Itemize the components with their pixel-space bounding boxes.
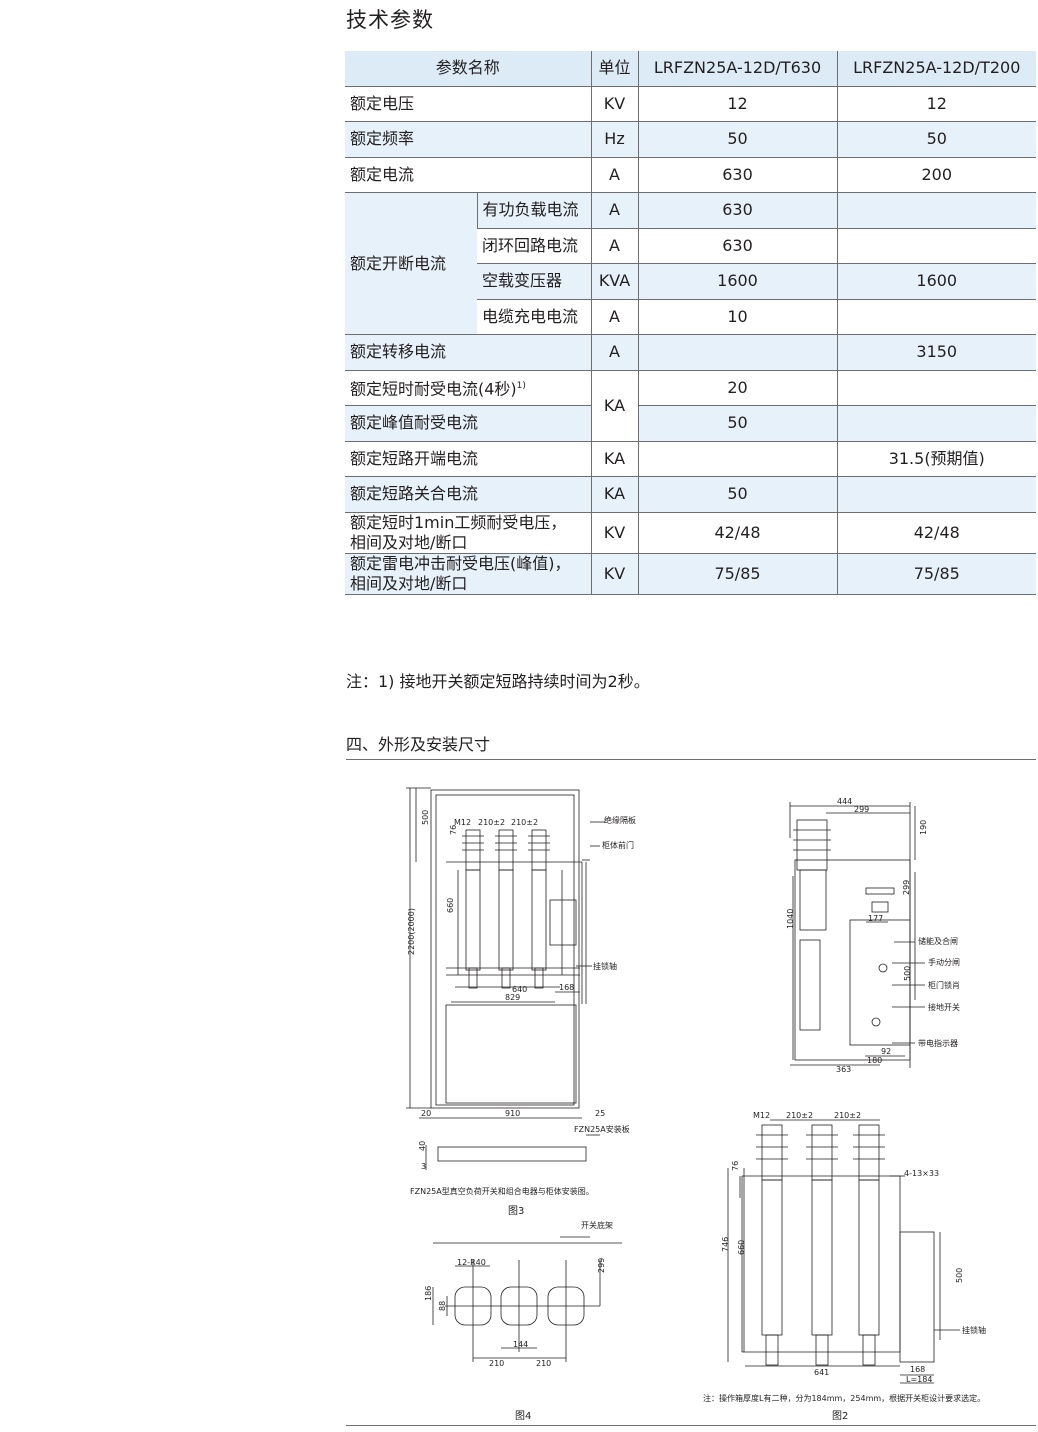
part-label: 柜门锁肖 [928, 980, 960, 990]
fig4-caption: 图4 [515, 1410, 531, 1422]
fig3-texts: 500 2200(2000) 76 660 M12 210±2 210±2 64… [407, 810, 636, 1217]
part-label: 绝缘隔板 [604, 815, 636, 825]
table-row: 额定开断电流 有功负载电流 A 630 [345, 192, 1036, 335]
table-row: 额定电流 A 630 200 [345, 156, 1036, 193]
dim-label: 144 [513, 1340, 528, 1349]
table-row: 空载变压器 KVA 1600 1600 [345, 263, 1036, 300]
dim-label: 186 [424, 1286, 433, 1301]
dim-label: L=184 [906, 1375, 932, 1384]
dim-label: 3 [421, 1162, 426, 1171]
breaking-group-label: 额定开断电流 [345, 192, 477, 335]
dim-label: 640 [512, 985, 527, 994]
dim-label: 190 [919, 820, 928, 835]
side-view-texts: 444 299 190 299 177 1040 500 92 180 363 … [786, 797, 960, 1074]
dim-label: 641 [814, 1368, 829, 1377]
dim-label: 829 [505, 993, 520, 1002]
part-label: 带电指示器 [918, 1038, 958, 1048]
dim-label: 210 [489, 1359, 504, 1368]
dim-label: 660 [737, 1240, 746, 1255]
bottom-divider [346, 1425, 1036, 1426]
dim-label: 88 [438, 1301, 447, 1311]
dim-label: 299 [902, 880, 911, 895]
part-label: FZN25A安装板 [574, 1124, 630, 1134]
page-title: 技术参数 [346, 8, 434, 32]
fig4-texts: 开关底架 12-R40 299 186 88 144 210 210 图4 [424, 1220, 613, 1422]
table-row: 额定雷电冲击耐受电压(峰值)，相间及对地/断口 KV 75/85 75/85 [345, 552, 1036, 595]
part-label: 开关底架 [581, 1220, 613, 1230]
dim-label: 660 [446, 898, 455, 913]
header-t200: LRFZN25A-12D/T200 [836, 51, 1036, 87]
table-footnote: 注：1) 接地开关额定短路持续时间为2秒。 [346, 672, 650, 691]
dim-label: 210±2 [834, 1111, 861, 1120]
dim-label: 76 [449, 825, 458, 835]
side-view-drawing [789, 802, 925, 1068]
dim-label: 4-13×33 [904, 1169, 939, 1178]
fig3-caption: 图3 [508, 1205, 524, 1217]
dim-label: 210 [536, 1359, 551, 1368]
dim-label: 76 [731, 1161, 740, 1171]
dim-label: 500 [903, 966, 912, 981]
fig3-caption-text: FZN25A型真空负荷开关和组合电器与柜体安装图。 [410, 1186, 594, 1196]
part-label: 挂锁轴 [593, 961, 617, 971]
dim-label: 1040 [786, 909, 795, 929]
dim-label: 168 [559, 983, 574, 992]
table-row: 额定频率 Hz 50 50 [345, 121, 1036, 158]
dim-label: 444 [837, 797, 852, 806]
dim-label: 177 [868, 914, 883, 923]
table-row: 额定短路开端电流 KA 31.5(预期值) [345, 440, 1036, 477]
dim-label: 12-R40 [457, 1258, 486, 1267]
dim-label: 40 [418, 1141, 427, 1151]
dim-label: M12 [454, 818, 471, 827]
dim-label: 210±2 [478, 818, 505, 827]
section-title: 四、外形及安装尺寸 [346, 735, 491, 754]
header-param: 参数名称 [345, 51, 591, 87]
section-divider [346, 759, 1036, 760]
dim-label: 210±2 [786, 1111, 813, 1120]
fig3-cabinet [406, 787, 605, 1170]
dim-label: 25 [595, 1109, 605, 1118]
spec-table: 参数名称 单位 LRFZN25A-12D/T630 LRFZN25A-12D/T… [345, 51, 1036, 595]
dim-label: 500 [955, 1268, 964, 1283]
dim-label: 299 [854, 805, 869, 814]
part-label: 柜体前门 [602, 840, 634, 850]
header-t630: LRFZN25A-12D/T630 [637, 51, 837, 87]
table-row: 额定电压 KV 12 12 [345, 85, 1036, 122]
dim-label: 2200(2000) [407, 908, 416, 955]
table-row: 额定峰值耐受电流 50 [345, 405, 1036, 442]
dim-label: 20 [421, 1109, 431, 1118]
table-row: 闭环回路电流 A 630 [345, 227, 1036, 264]
dim-label: 180 [867, 1056, 882, 1065]
fig2-footnote: 注：操作箱厚度L有二种，分为184mm，254mm，根据开关柜设计要求选定。 [703, 1393, 985, 1403]
part-label: 接地开关 [928, 1002, 960, 1012]
part-label: 挂锁轴 [962, 1325, 986, 1335]
dim-label: M12 [753, 1111, 770, 1120]
header-unit: 单位 [590, 51, 638, 87]
fig2-texts: M12 210±2 210±2 76 4-13×33 746 660 500 6… [703, 1111, 986, 1422]
table-header-row: 参数名称 单位 LRFZN25A-12D/T630 LRFZN25A-12D/T… [345, 51, 1036, 87]
table-row: 额定短路关合电流 KA 50 [345, 476, 1036, 513]
part-label: 储能及合闸 [918, 936, 958, 946]
dim-label: 910 [505, 1109, 520, 1118]
dim-label: 299 [597, 1258, 606, 1273]
dim-label: 210±2 [511, 818, 538, 827]
fig4-drawing [432, 1236, 622, 1362]
dim-label: 92 [881, 1047, 891, 1056]
dim-label: 363 [836, 1065, 851, 1074]
dim-label: 500 [421, 810, 430, 825]
part-label: 手动分闸 [928, 957, 960, 967]
dim-label: 746 [721, 1237, 730, 1252]
fig2-caption: 图2 [832, 1410, 848, 1422]
dim-label: 168 [910, 1365, 925, 1374]
fig2-drawing [727, 1119, 960, 1384]
